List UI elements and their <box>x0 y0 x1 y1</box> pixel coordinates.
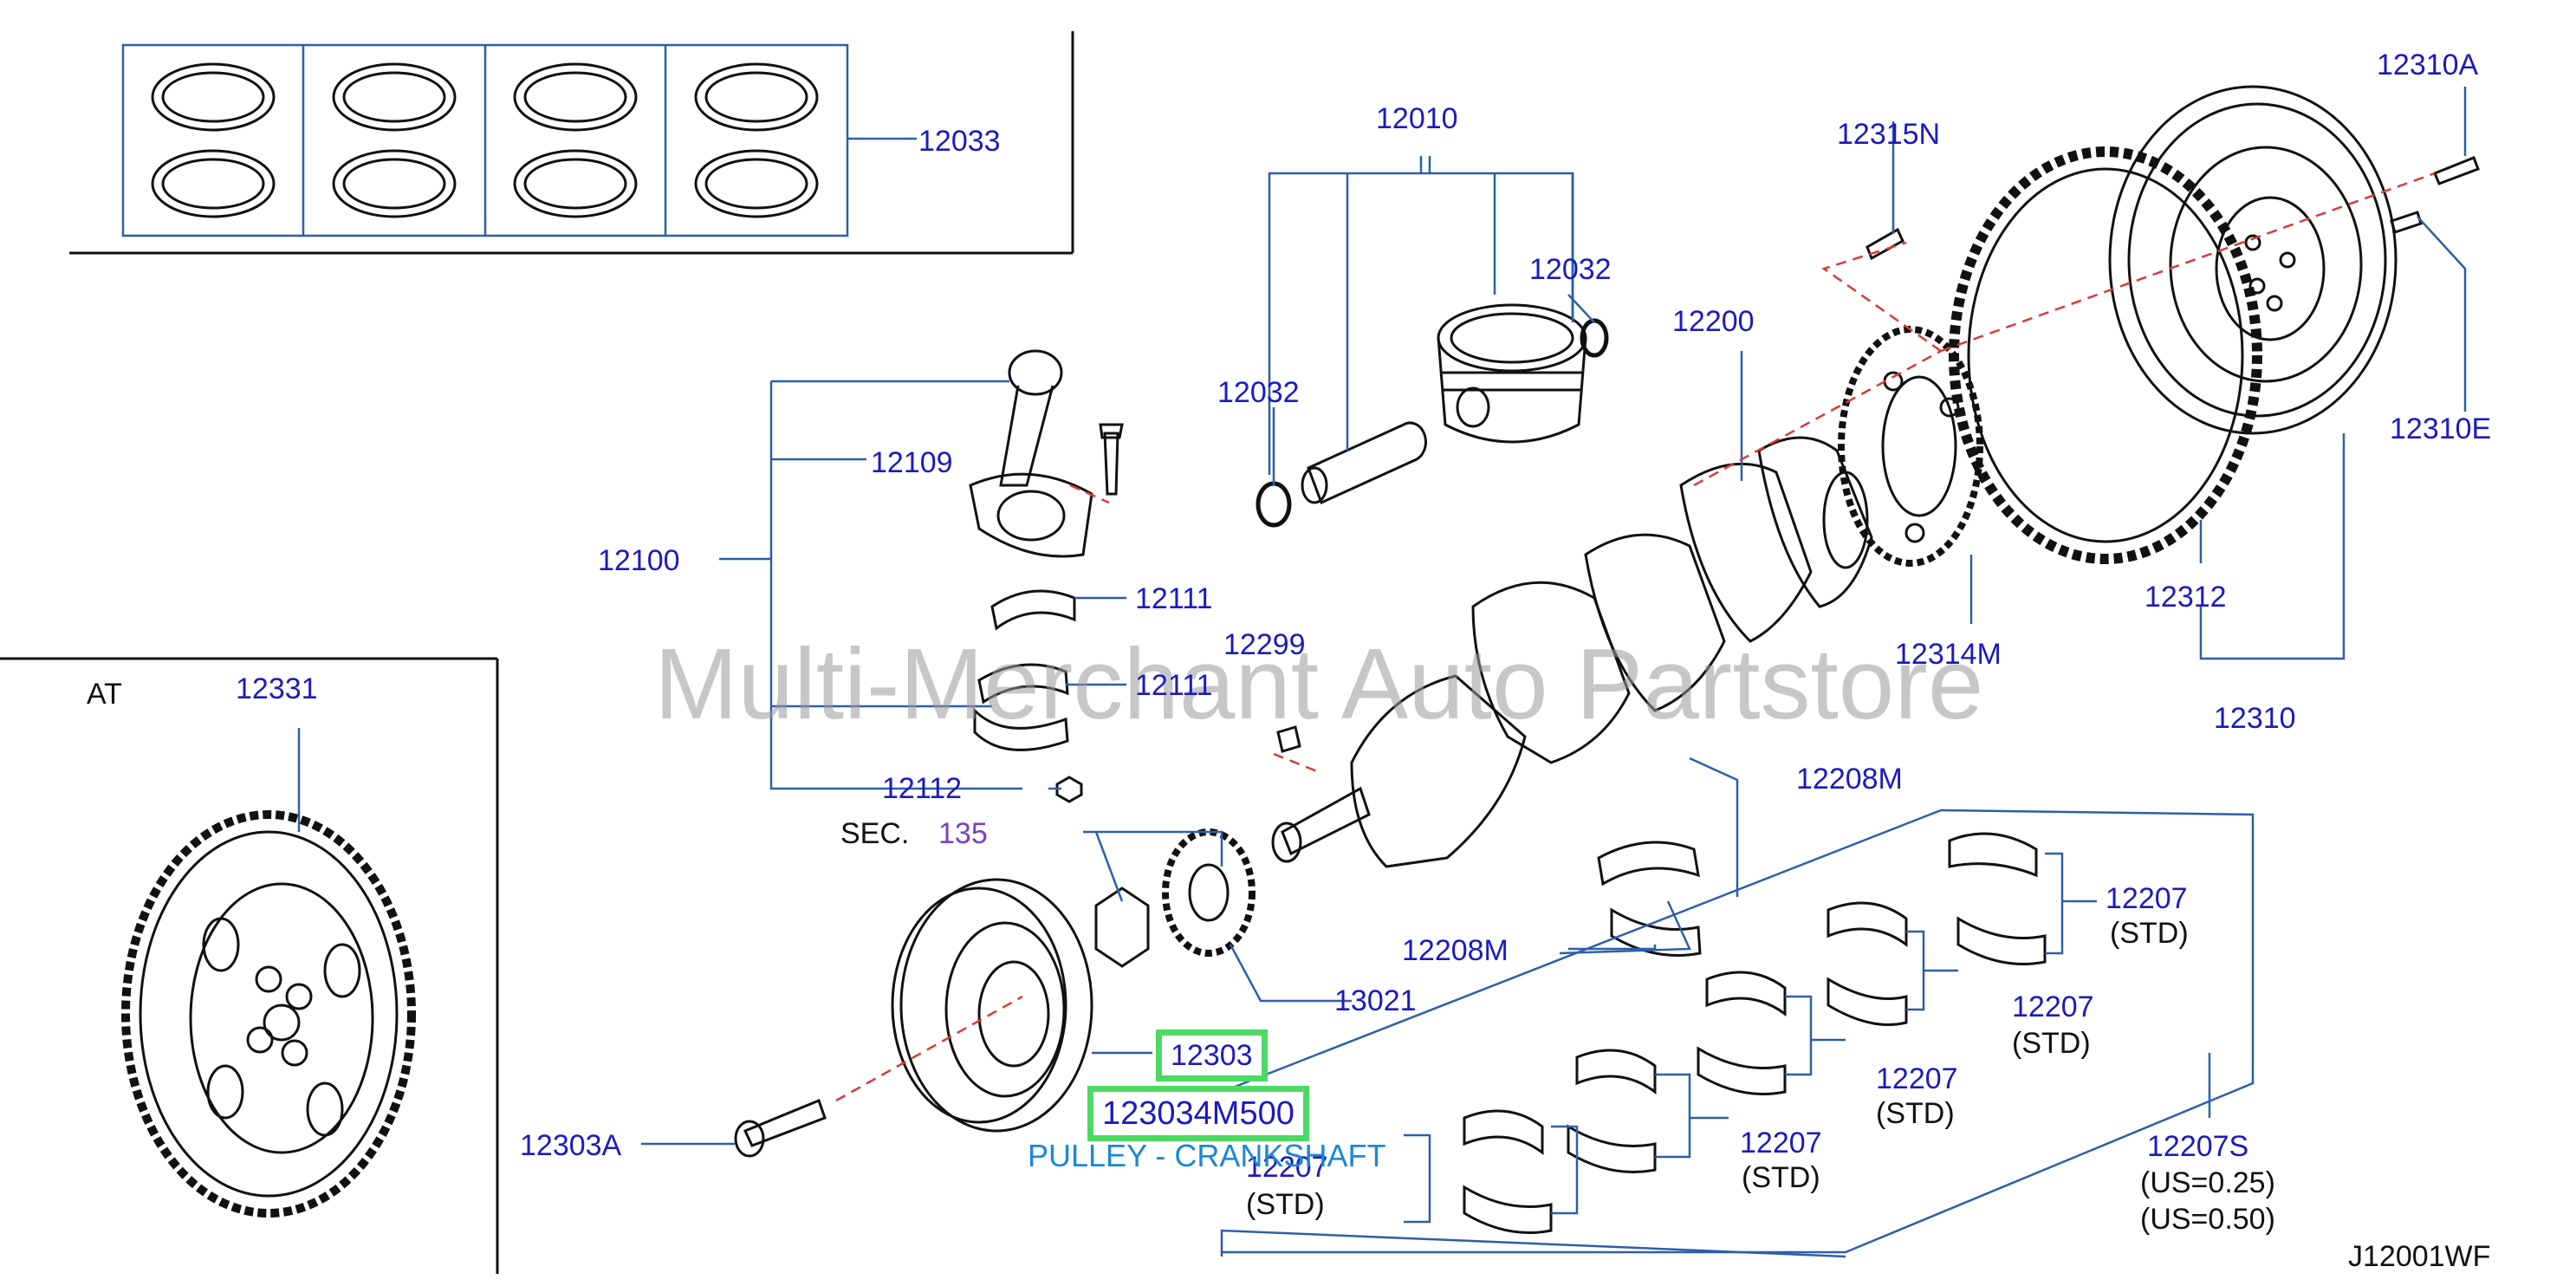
part-label-12208M-lower[interactable]: 12208M <box>1402 934 1509 967</box>
leader-lines <box>297 87 2467 1258</box>
part-label-12312[interactable]: 12312 <box>2145 581 2227 614</box>
part-label-12207-3[interactable]: 12207 <box>1876 1062 1958 1095</box>
sec-label: SEC. <box>840 817 910 850</box>
sec-number-link[interactable]: 135 <box>938 817 988 850</box>
flywheel-bolt <box>2433 156 2480 185</box>
rod-bearings <box>973 589 1076 751</box>
part-label-12310A[interactable]: 12310A <box>2377 49 2479 81</box>
part-label-12331[interactable]: 12331 <box>236 672 318 705</box>
part-label-12310E[interactable]: 12310E <box>2390 412 2492 445</box>
std-note-3: (STD) <box>1876 1097 1955 1130</box>
part-label-12315N[interactable]: 12315N <box>1837 118 1941 151</box>
part-label-12303A[interactable]: 12303A <box>520 1129 622 1162</box>
main-bearings <box>1463 832 2047 1234</box>
part-label-12010[interactable]: 12010 <box>1376 102 1458 135</box>
undersize-note-050: (US=0.50) <box>2140 1203 2275 1236</box>
part-label-12111-lower[interactable]: 12111 <box>1135 669 1213 702</box>
part-label-12207-5[interactable]: 12207 <box>1246 1151 1328 1184</box>
part-label-12032-left[interactable]: 12032 <box>1217 376 1300 409</box>
drawing-code: J12001WF <box>2348 1240 2491 1273</box>
piston <box>1437 303 1587 444</box>
piston-ring-box <box>69 31 1074 255</box>
std-note-1: (STD) <box>2110 917 2189 950</box>
part-label-12200[interactable]: 12200 <box>1672 305 1755 338</box>
part-label-12112[interactable]: 12112 <box>882 772 963 805</box>
part-label-12111-upper[interactable]: 12111 <box>1135 582 1213 615</box>
part-label-13021[interactable]: 13021 <box>1334 984 1417 1017</box>
pulley-bolt <box>734 1099 827 1158</box>
crank-sprocket <box>1162 828 1256 957</box>
highlighted-part-number[interactable]: 123034M500 <box>1087 1086 1309 1141</box>
highlighted-part-12303[interactable]: 12303 <box>1156 1029 1268 1081</box>
part-label-12314M[interactable]: 12314M <box>1895 638 2002 671</box>
std-note-4: (STD) <box>1742 1161 1820 1194</box>
part-label-12032-right[interactable]: 12032 <box>1529 253 1612 286</box>
piston-rings <box>151 62 819 218</box>
flywheel <box>2108 85 2398 435</box>
rod-nut <box>1055 776 1083 803</box>
key <box>1276 725 1301 753</box>
watermark: Multi-Merchant Auto Partstore <box>654 627 1984 740</box>
part-label-12310[interactable]: 12310 <box>2214 702 2296 735</box>
part-label-12208M-upper[interactable]: 12208M <box>1796 763 1903 796</box>
std-note-2: (STD) <box>2012 1027 2091 1060</box>
part-label-12100[interactable]: 12100 <box>598 544 680 577</box>
part-label-12207-1[interactable]: 12207 <box>2106 882 2188 915</box>
at-frame <box>0 657 499 1274</box>
dowel-pin <box>2390 211 2423 234</box>
crankshaft <box>1271 436 1873 868</box>
part-label-12207S[interactable]: 12207S <box>2147 1130 2249 1163</box>
alignment-lines <box>835 172 2436 1102</box>
connecting-rod <box>969 349 1124 558</box>
part-label-12207-2[interactable]: 12207 <box>2012 990 2094 1023</box>
signal-plate <box>1838 326 1983 567</box>
part-label-12299[interactable]: 12299 <box>1223 628 1306 661</box>
crank-pulley <box>891 878 1093 1133</box>
at-label: AT <box>87 678 122 711</box>
part-label-12033[interactable]: 12033 <box>918 125 1001 158</box>
part-label-12109[interactable]: 12109 <box>871 446 953 479</box>
std-note-5: (STD) <box>1246 1188 1325 1221</box>
piston-pin <box>1301 421 1427 505</box>
part-description: PULLEY - CRANKSHAFT <box>1028 1138 1386 1173</box>
drive-plate-gear <box>121 810 416 1218</box>
ring-gear <box>1949 146 2262 564</box>
spacer <box>1094 887 1150 968</box>
undersize-note-025: (US=0.25) <box>2140 1166 2275 1199</box>
part-label-12207-4[interactable]: 12207 <box>1740 1127 1822 1159</box>
